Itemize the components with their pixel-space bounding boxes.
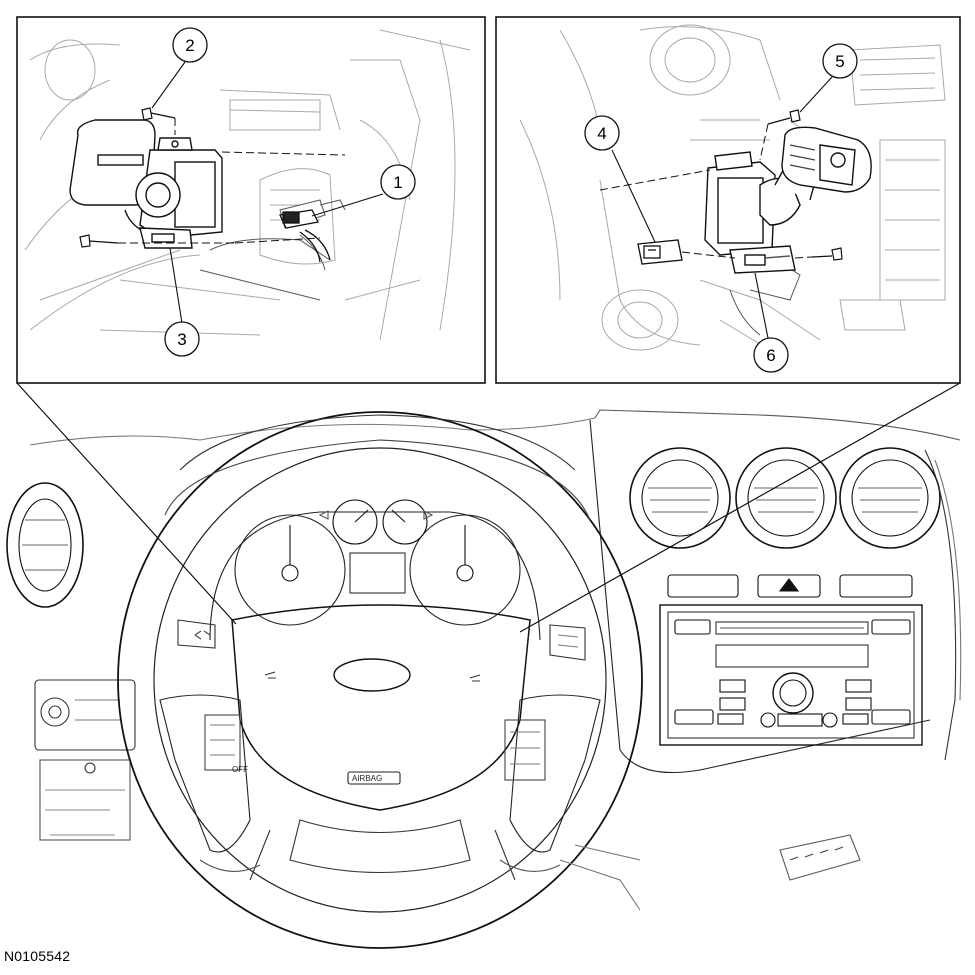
- screw-lower-right: [811, 247, 843, 261]
- callout-5: 5: [799, 43, 858, 113]
- airbag-hub: [231, 604, 531, 811]
- hazard-button-row: [667, 574, 913, 598]
- headlamp-switch-area: [34, 679, 136, 841]
- left-stalk: [177, 619, 216, 649]
- switch-assembly-left: [69, 119, 223, 249]
- wheel-spokes: [159, 694, 601, 881]
- callout-leader-lines: [16, 382, 961, 633]
- center-vents: [629, 447, 941, 549]
- svg-text:6: 6: [766, 346, 775, 365]
- svg-text:4: 4: [597, 124, 606, 143]
- svg-text:2: 2: [185, 36, 194, 55]
- spoke-switch-off-label: OFF: [232, 765, 248, 774]
- screw-upper-right: [767, 109, 801, 125]
- connector-left: [279, 209, 331, 263]
- dashboard-overview: [6, 409, 962, 949]
- svg-text:1: 1: [393, 173, 402, 192]
- callout-4: 4: [584, 115, 656, 243]
- left-air-vent: [6, 482, 84, 608]
- right-stalk: [549, 624, 586, 661]
- svg-text:3: 3: [177, 330, 186, 349]
- detail-panel-right: 5 4 6: [495, 16, 961, 384]
- steering-wheel: [117, 411, 643, 949]
- airbag-label: AIRBAG: [352, 774, 382, 783]
- screw-upper-left: [141, 107, 176, 121]
- switch-assembly-right: [704, 126, 872, 274]
- callout-1: 1: [311, 164, 416, 217]
- callout-2: 2: [151, 27, 208, 109]
- detail-panel-left: 2 1 3: [16, 16, 486, 384]
- radio-unit: [659, 604, 923, 746]
- callout-6: 6: [753, 272, 789, 373]
- screw-lower-left: [79, 234, 119, 248]
- figure-id: N0105542: [4, 948, 71, 964]
- callout-3: 3: [164, 247, 200, 357]
- instrument-cluster: [209, 499, 541, 641]
- svg-text:5: 5: [835, 52, 844, 71]
- connector-right: [637, 239, 683, 265]
